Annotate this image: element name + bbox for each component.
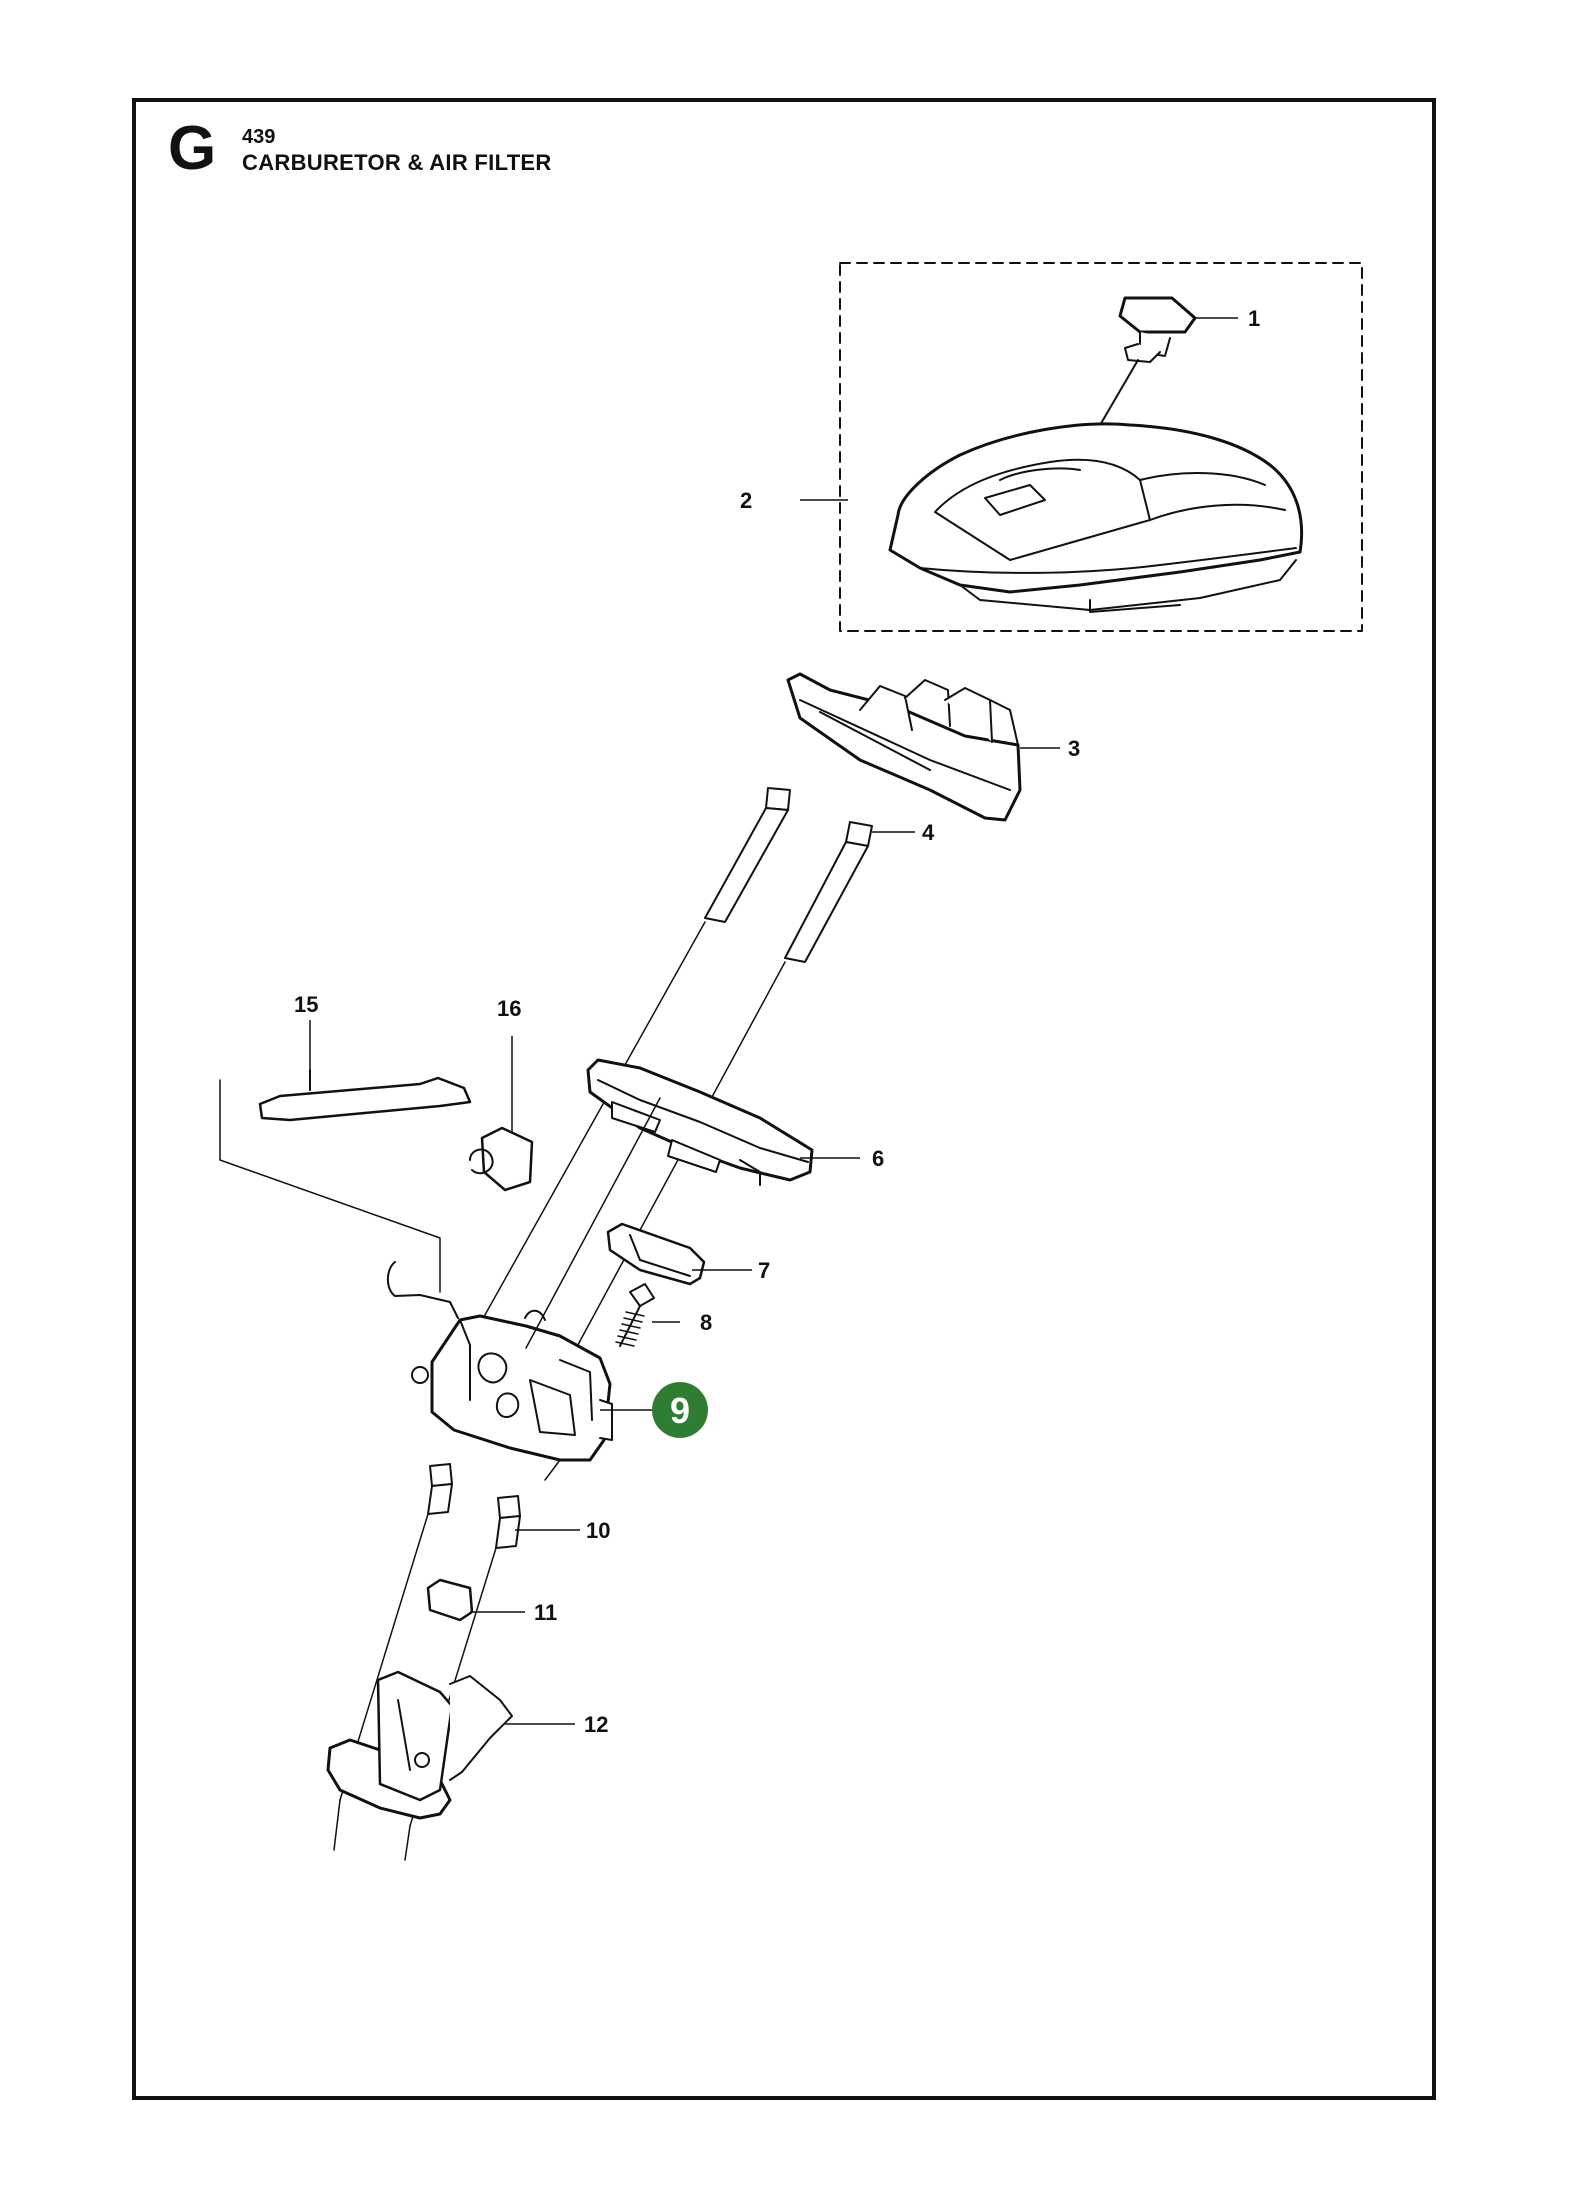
callout-2: 2 (740, 488, 752, 513)
part-4-long-bolts (480, 787, 873, 1366)
callout-6: 6 (872, 1146, 884, 1171)
part-12-manifold (326, 1670, 513, 1820)
callout-8: 8 (700, 1310, 712, 1335)
callout-1: 1 (1248, 306, 1260, 331)
part-6-plate (586, 1058, 814, 1186)
callout-9: 9 (670, 1390, 690, 1431)
part-7-insert (606, 1222, 706, 1286)
callout-3: 3 (1068, 736, 1080, 761)
part-2-cover (888, 422, 1304, 613)
part-9-carburetor (386, 1261, 613, 1462)
callout-9-highlight: 9 (652, 1382, 708, 1438)
callout-12: 12 (584, 1712, 608, 1737)
part-15-rod (258, 1069, 472, 1122)
callout-7: 7 (758, 1258, 770, 1283)
part-3-air-filter (786, 672, 1022, 822)
part-16-clip (469, 1126, 534, 1192)
section-letter: G (168, 114, 217, 183)
page-title: CARBURETOR & AIR FILTER (242, 150, 552, 175)
page-frame (132, 98, 1436, 2100)
callout-15: 15 (294, 992, 318, 1017)
callout-4: 4 (922, 820, 935, 845)
page-number: 439 (242, 126, 276, 148)
callout-16: 16 (497, 996, 521, 1021)
part-8-spring-screw (615, 1283, 655, 1347)
kit-boundary-box (839, 262, 1363, 632)
callout-10: 10 (586, 1518, 610, 1543)
part-11-ring (426, 1578, 474, 1622)
callout-11: 11 (534, 1600, 557, 1625)
